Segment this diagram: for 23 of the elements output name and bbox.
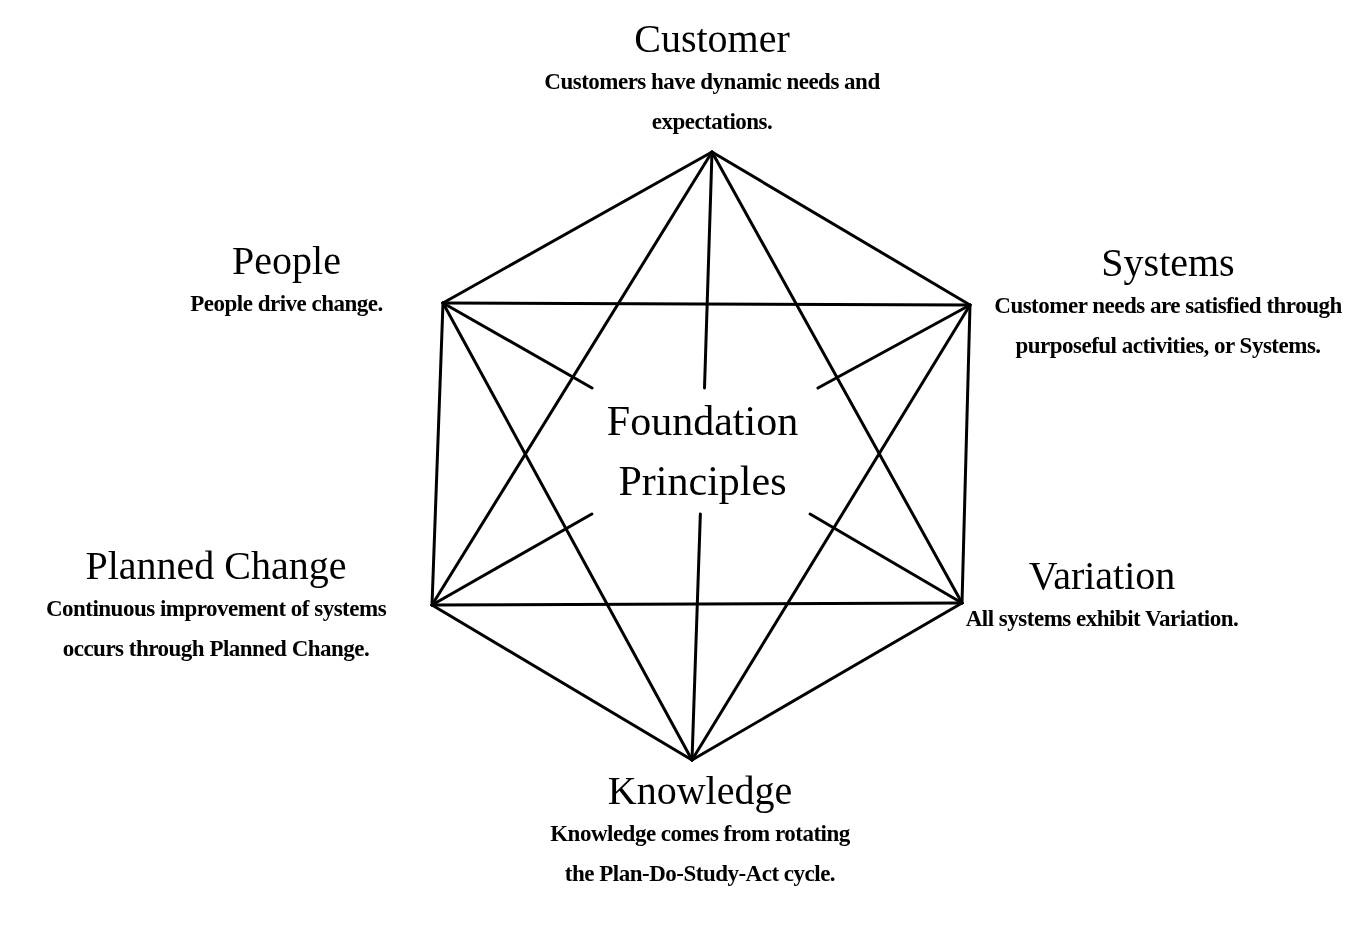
connector-line <box>808 512 964 605</box>
connector-line <box>441 150 714 305</box>
connector-line <box>430 512 594 607</box>
principle-heading: Planned Change <box>85 543 347 589</box>
principle-description: All systems exhibit Variation. <box>964 605 1240 633</box>
principle-description: Continuous improvement of systems occurs through Planned Change. <box>44 595 388 663</box>
connector-line <box>710 150 964 605</box>
principle-heading: Systems <box>1101 240 1235 286</box>
connector-line <box>430 603 694 762</box>
connector-line <box>690 512 702 762</box>
connector-line <box>441 301 694 762</box>
principle-description: Knowledge comes from rotating the Plan-Do-Study-Act cycle. <box>549 820 851 888</box>
principle-description: Customer needs are satisfied through purposeful activities, or Systems. <box>993 292 1343 360</box>
connector-line <box>703 150 714 390</box>
center-title: Foundation Principles <box>605 397 800 506</box>
connector-line <box>441 301 594 390</box>
principle-description: People drive change. <box>189 290 384 318</box>
principle-heading: Customer <box>634 16 790 62</box>
connector-line <box>816 303 972 390</box>
principle-description: Customers have dynamic needs and expectations. <box>543 68 881 136</box>
principle-heading: Knowledge <box>607 768 793 814</box>
principle-heading: People <box>232 238 341 284</box>
principle-heading: Variation <box>1028 553 1176 599</box>
